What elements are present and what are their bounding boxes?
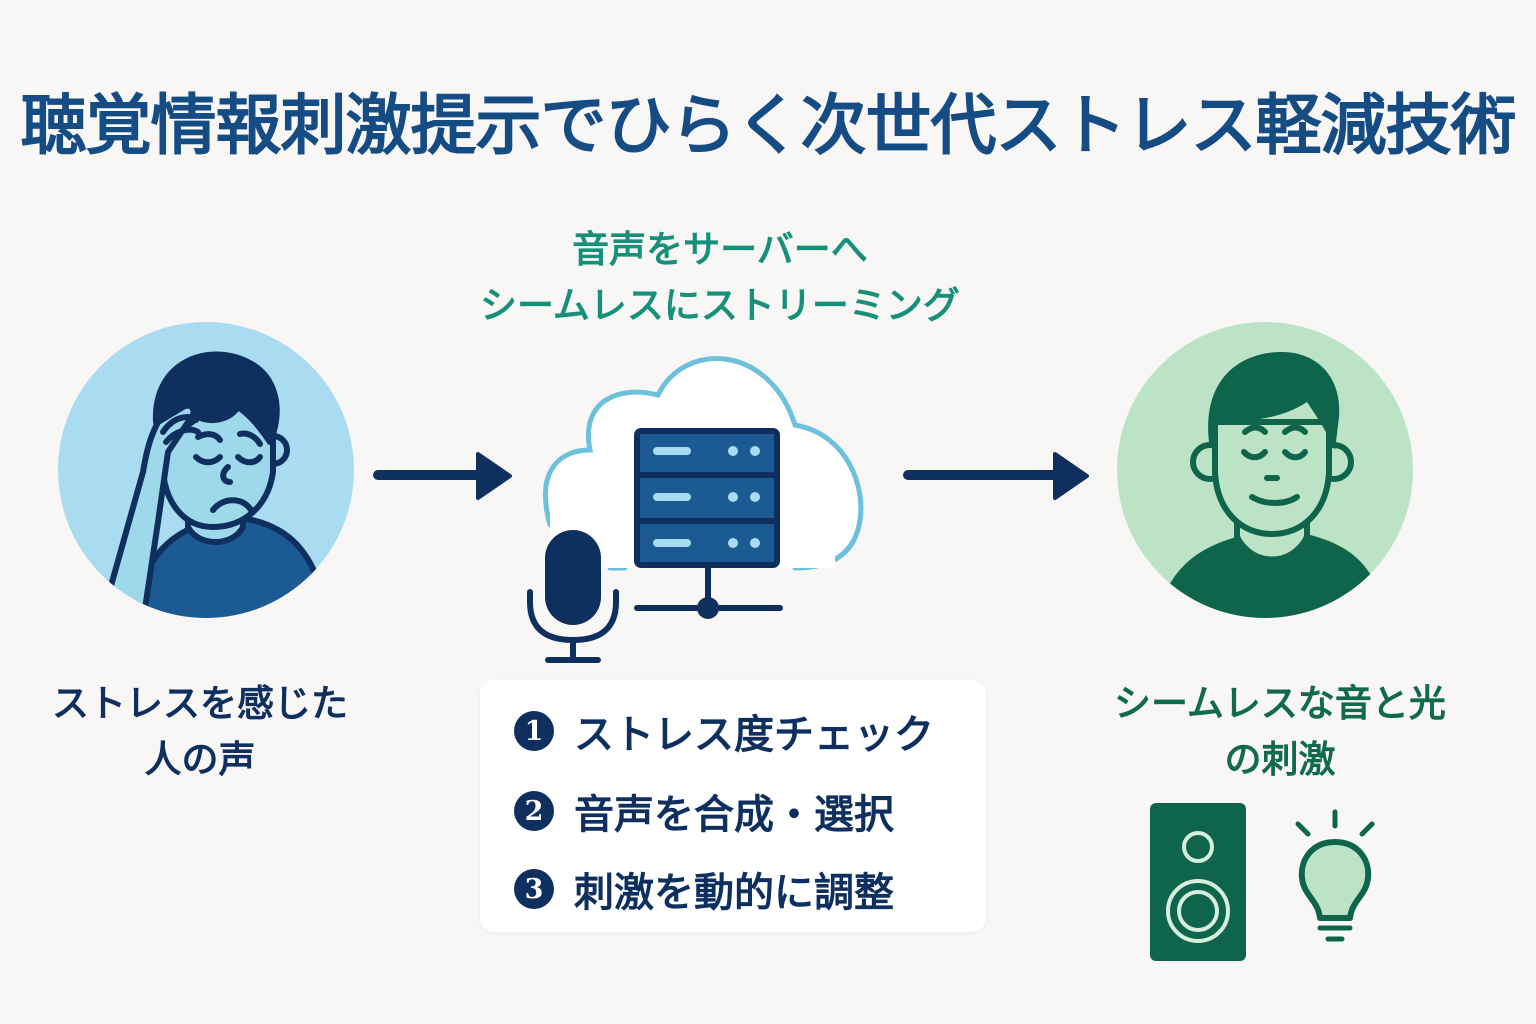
step-item: 2 音声を合成・選択 — [514, 782, 894, 840]
lightbulb-icon — [1295, 809, 1375, 942]
output-caption-line1: シームレスな音と光 — [1114, 682, 1446, 725]
streaming-caption: 音声をサーバーへ シームレスにストリーミング — [380, 222, 1060, 334]
step-item: 1 ストレス度チェック — [514, 702, 934, 760]
arrow-right-icon — [373, 452, 512, 500]
step-label: 刺激を動的に調整 — [574, 870, 894, 916]
process-steps-card: 1 ストレス度チェック 2 音声を合成・選択 3 刺激を動的に調整 — [480, 680, 986, 932]
speaker-icon — [1150, 803, 1246, 961]
microphone-icon — [527, 530, 619, 663]
relaxed-person-icon — [1117, 322, 1413, 618]
step-label: 音声を合成・選択 — [574, 792, 894, 838]
server-icon — [634, 428, 783, 619]
input-caption-line2: 人の声 — [144, 738, 256, 781]
output-caption-line2: の刺激 — [1224, 738, 1336, 781]
step-item: 3 刺激を動的に調整 — [514, 860, 894, 918]
step-number-badge: 2 — [514, 791, 554, 831]
cloud-server-icon — [527, 356, 864, 663]
step-number-badge: 1 — [514, 711, 554, 751]
streaming-caption-line2: シームレスにストリーミング — [480, 284, 960, 327]
step-label: ストレス度チェック — [574, 712, 934, 758]
stressed-person-icon — [58, 322, 354, 618]
arrow-right-icon — [903, 452, 1089, 500]
step-number-badge: 3 — [514, 869, 554, 909]
input-caption-line1: ストレスを感じた — [52, 682, 348, 725]
output-caption: シームレスな音と光 の刺激 — [1070, 676, 1490, 788]
input-caption: ストレスを感じた 人の声 — [20, 676, 380, 788]
page-title: 聴覚情報刺激提示でひらく次世代ストレス軽減技術 — [20, 87, 1517, 164]
streaming-caption-line1: 音声をサーバーへ — [572, 228, 868, 271]
